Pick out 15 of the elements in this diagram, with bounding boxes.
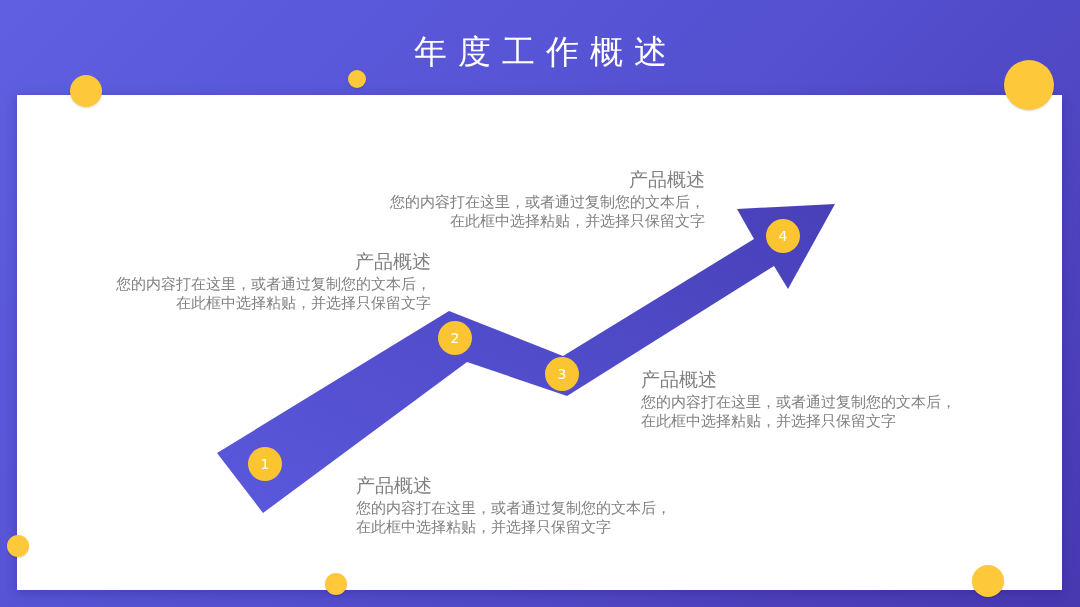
dot-icon: [348, 70, 366, 88]
dot-icon: [972, 565, 1004, 597]
step-heading: 产品概述: [641, 367, 717, 391]
dot-icon: [7, 535, 29, 557]
step-description: 您的内容打在这里，或者通过复制您的文本后，在此框中选择粘贴，并选择只保留文字: [115, 275, 431, 313]
step-heading: 产品概述: [629, 167, 705, 191]
step-description: 您的内容打在这里，或者通过复制您的文本后，在此框中选择粘贴，并选择只保留文字: [641, 393, 957, 431]
dot-icon: [1004, 60, 1054, 110]
step-description: 您的内容打在这里，或者通过复制您的文本后，在此框中选择粘贴，并选择只保留文字: [356, 499, 672, 537]
dot-icon: [70, 75, 102, 107]
slide-title: 年度工作概述: [412, 31, 678, 73]
step-description: 您的内容打在这里，或者通过复制您的文本后，在此框中选择粘贴，并选择只保留文字: [389, 193, 705, 231]
step-heading: 产品概述: [355, 249, 431, 273]
dot-icon: [325, 573, 347, 595]
step-heading: 产品概述: [356, 473, 432, 497]
